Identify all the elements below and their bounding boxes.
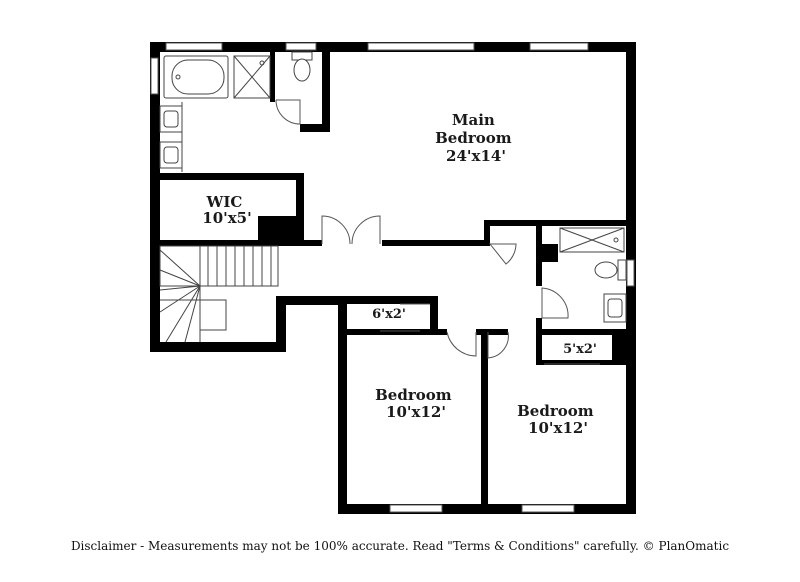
shower-icon — [233, 55, 271, 99]
closet-a-dims: 6'x2' — [372, 307, 406, 322]
staircase — [159, 245, 279, 343]
closet-b-dims: 5'x2' — [563, 342, 597, 357]
main-bedroom-name-line2: Bedroom — [435, 129, 512, 147]
main-bedroom-dims: 24'x14' — [446, 147, 506, 165]
toilet-icon — [594, 259, 627, 281]
sink-icon — [159, 102, 183, 172]
bedroom-1-dims: 10'x12' — [386, 403, 446, 421]
bedroom-1-label: Bedroom 10'x12' — [375, 386, 457, 421]
bathtub-icon — [163, 55, 229, 99]
main-bedroom-label: Main Bedroom 24'x14' — [435, 111, 517, 165]
wic-name: WIC — [205, 193, 242, 211]
toilet-icon — [291, 51, 313, 82]
wic-dims: 10'x5' — [202, 209, 251, 227]
bedroom-2-name: Bedroom — [517, 402, 594, 420]
bedroom-2-label: Bedroom 10'x12' — [517, 402, 599, 437]
doors — [275, 99, 600, 365]
disclaimer-text: Disclaimer - Measurements may not be 100… — [70, 539, 730, 553]
wic-label: WIC 10'x5' — [202, 193, 251, 227]
main-bedroom-name-line1: Main — [452, 111, 495, 129]
bedroom-1-name: Bedroom — [375, 386, 452, 404]
floor-plan: Main Bedroom 24'x14' WIC 10'x5' 6'x2' 5'… — [150, 42, 636, 514]
bedroom-2-dims: 10'x12' — [528, 419, 588, 437]
windows — [150, 42, 635, 513]
shower-icon — [559, 227, 625, 253]
walls — [150, 42, 636, 514]
sink-icon — [603, 293, 627, 323]
